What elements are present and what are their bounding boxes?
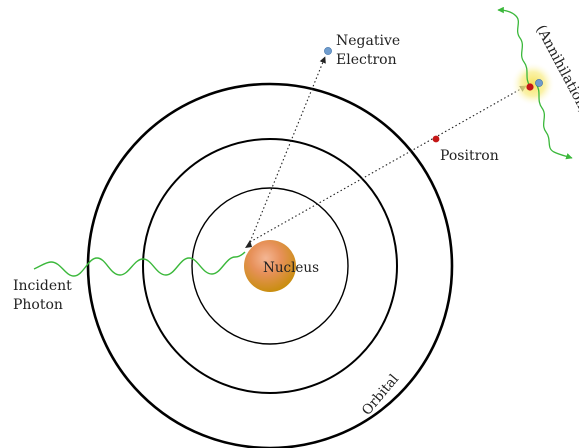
positron-path-to-annihilation <box>249 85 527 243</box>
positron-label: Positron <box>440 148 499 164</box>
outer-orbit <box>86 82 454 448</box>
annihilation-glow <box>511 62 555 106</box>
nucleus-label: Nucleus <box>263 260 319 276</box>
negative-electron-label-line1: Negative <box>336 33 400 49</box>
negative-electron-label-line2: Electron <box>336 52 397 68</box>
positron <box>432 135 440 143</box>
interaction-arrowhead <box>245 240 252 248</box>
negative-electron <box>324 47 332 55</box>
annihilation-positron <box>526 83 534 91</box>
electron-path <box>249 56 326 243</box>
annihilation-electron <box>535 79 543 87</box>
incident-photon-wave <box>33 251 246 277</box>
middle-orbit <box>142 138 398 394</box>
inner-orbit <box>191 187 349 345</box>
incident-photon-label-line2: Photon <box>13 297 63 313</box>
incident-photon-label-line1: Incident <box>13 278 72 294</box>
annihilation-photon-wave-up <box>497 6 531 87</box>
nucleus <box>244 240 296 292</box>
annihilation-photon-wave-down <box>535 83 573 160</box>
